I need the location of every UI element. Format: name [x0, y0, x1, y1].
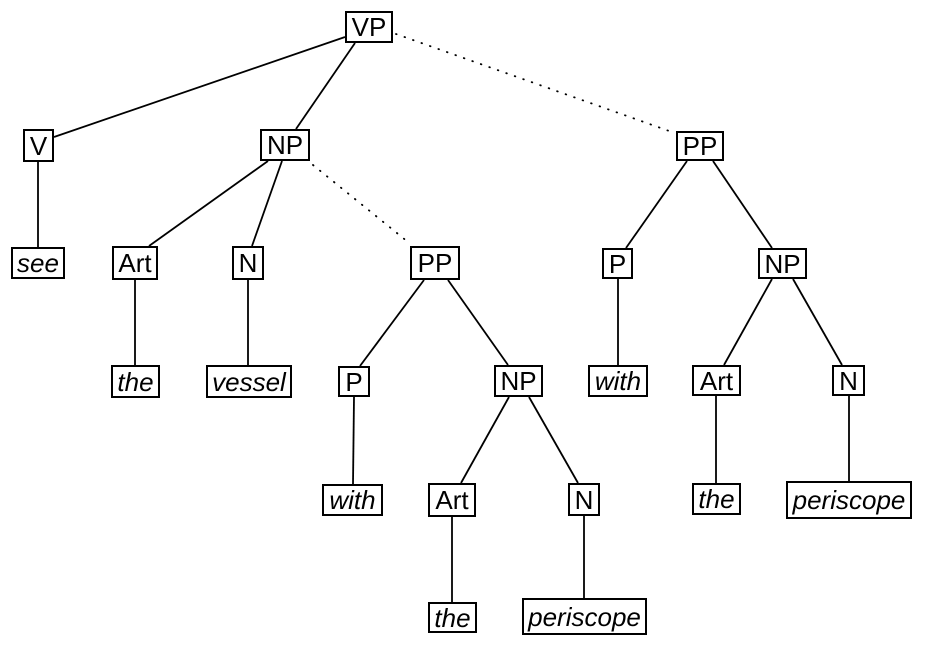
- tree-leaf-vessel: vessel: [206, 365, 292, 398]
- tree-node-np-object: NP: [260, 129, 310, 161]
- tree-leaf-see: see: [11, 247, 65, 279]
- edge-p-with-mid: [352, 396, 355, 485]
- tree-leaf-with-mid: with: [322, 484, 383, 516]
- edge-np-art: [148, 160, 269, 247]
- tree-node-art-right: Art: [692, 365, 741, 396]
- tree-node-np-mid: NP: [494, 365, 543, 397]
- edge-npright-n: [792, 278, 843, 366]
- tree-leaf-periscope-right: periscope: [786, 481, 912, 519]
- tree-leaf-the-vessel: the: [111, 365, 160, 398]
- tree-node-p-right: P: [602, 248, 633, 279]
- tree-node-art-vessel: Art: [112, 246, 158, 280]
- edge-np-ppnp-dotted: [312, 164, 409, 243]
- tree-node-art-mid: Art: [428, 483, 476, 517]
- edge-npmid-art: [460, 396, 510, 484]
- tree-leaf-periscope-mid: periscope: [522, 598, 647, 635]
- tree-node-p-mid: P: [338, 366, 370, 397]
- tree-leaf-the-right: the: [692, 483, 741, 515]
- tree-node-n-vessel: N: [232, 246, 264, 280]
- edge-ppvp-p: [625, 160, 688, 249]
- edge-ppnp-np: [447, 279, 509, 366]
- edge-vp-v: [53, 36, 346, 138]
- edge-np-n: [251, 160, 283, 247]
- tree-node-pp-vp-attach: PP: [676, 131, 724, 161]
- edge-npright-art: [723, 278, 773, 366]
- tree-leaf-with-right: with: [588, 365, 648, 397]
- tree-leaf-the-mid: the: [428, 602, 477, 633]
- tree-node-pp-np-attach: PP: [410, 246, 460, 280]
- tree-node-n-right: N: [832, 365, 865, 396]
- edge-vp-ppvp-dotted: [395, 33, 673, 133]
- tree-node-v: V: [23, 129, 54, 162]
- edge-ppnp-p: [359, 279, 425, 367]
- edge-ppvp-np: [712, 160, 773, 249]
- tree-node-np-right: NP: [758, 248, 807, 279]
- tree-node-n-mid: N: [568, 483, 600, 516]
- tree-node-vp: VP: [345, 11, 393, 43]
- edge-npmid-n: [528, 396, 579, 484]
- edge-vp-np: [295, 42, 356, 130]
